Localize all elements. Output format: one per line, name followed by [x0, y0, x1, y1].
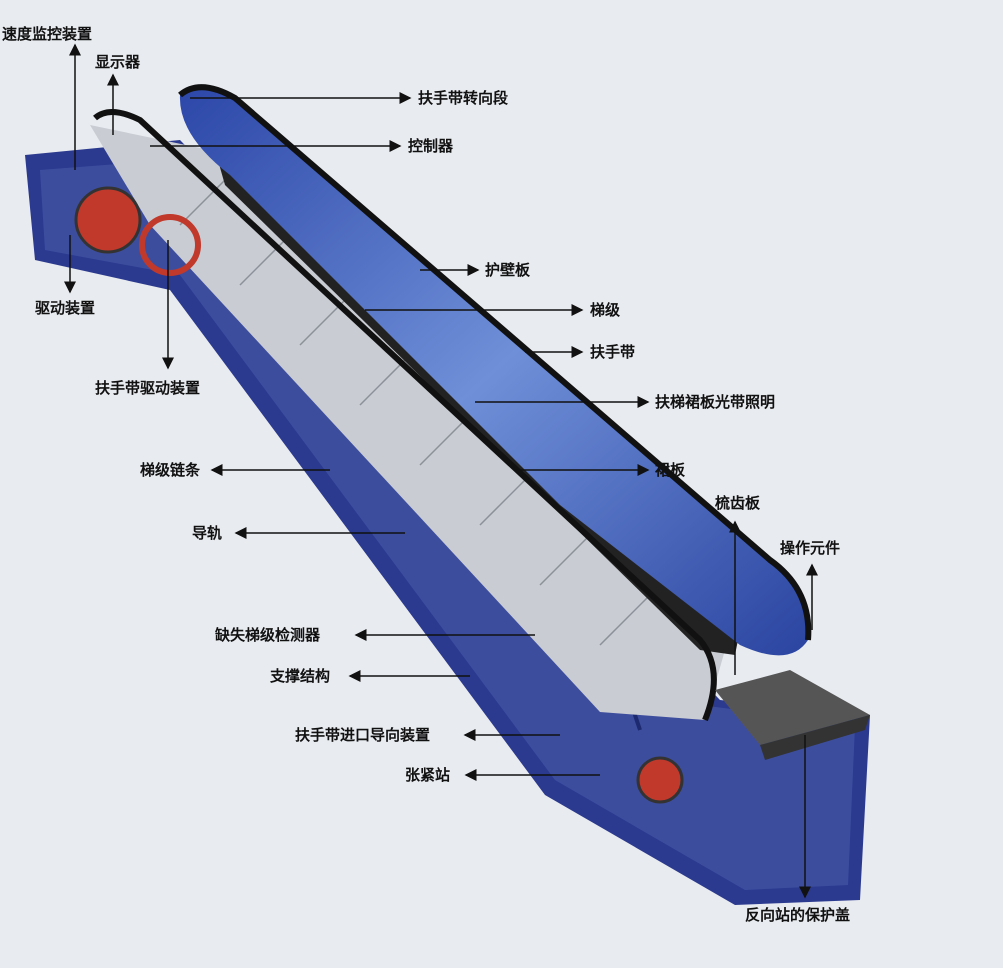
label-drive-unit: 驱动装置 — [35, 299, 96, 317]
label-skirt-lighting: 扶梯裙板光带照明 — [655, 393, 776, 411]
label-operating-element: 操作元件 — [780, 539, 841, 557]
label-step: 梯级 — [590, 301, 621, 319]
label-handrail-turn: 扶手带转向段 — [418, 89, 509, 107]
guard-panel — [93, 84, 812, 722]
label-return-station-cover: 反向站的保护盖 — [745, 906, 851, 924]
label-guard-panel: 护壁板 — [485, 261, 531, 279]
label-controller: 控制器 — [408, 137, 454, 155]
landing-plates — [715, 670, 870, 760]
label-missing-step-detector: 缺失梯级检测器 — [215, 626, 321, 644]
label-skirt: 裙板 — [655, 461, 686, 479]
label-guide-rail: 导轨 — [192, 524, 223, 542]
label-display: 显示器 — [95, 53, 141, 71]
label-support-structure: 支撑结构 — [270, 667, 331, 685]
label-handrail-drive: 扶手带驱动装置 — [95, 379, 201, 397]
label-comb-plate: 梳齿板 — [715, 494, 761, 512]
label-tension-station: 张紧站 — [405, 766, 451, 784]
label-handrail: 扶手带 — [590, 343, 636, 361]
steps — [90, 125, 725, 720]
drive-wheels — [74, 186, 684, 804]
label-step-chain: 梯级链条 — [140, 461, 201, 479]
leader-lines — [64, 43, 818, 899]
label-speed-monitor: 速度监控装置 — [2, 25, 93, 43]
label-handrail-inlet-guide: 扶手带进口导向装置 — [295, 726, 431, 744]
